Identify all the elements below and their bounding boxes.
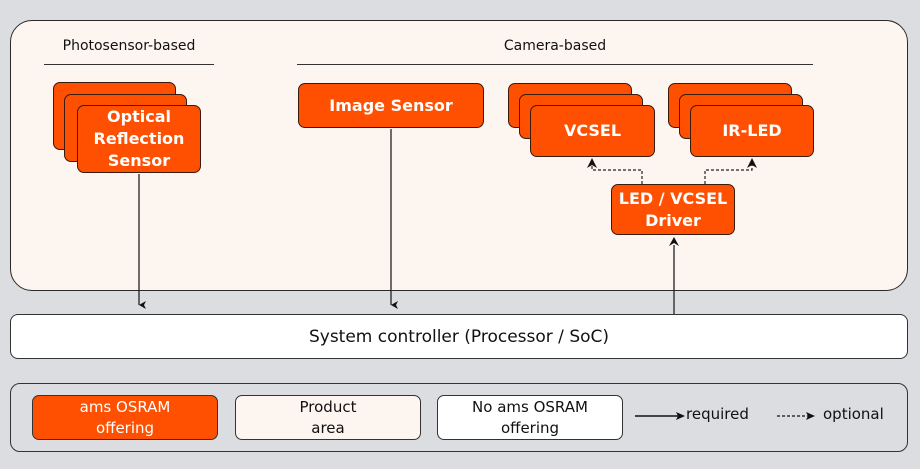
arrow-driver-to-vcsel [591,163,643,184]
label-line: Optical [107,107,171,126]
image-sensor-box[interactable]: Image Sensor [298,83,484,128]
group-title-camera: Camera-based [503,38,607,54]
label-line: Driver [645,210,701,230]
arrowhead-vcsel [587,158,597,168]
led-vcsel-driver-box[interactable]: LED / VCSEL Driver [611,184,735,235]
vcsel-box[interactable]: VCSEL [530,105,655,157]
legend-text: No ams OSRAM [472,397,588,416]
system-controller-box[interactable]: System controller (Processor / SoC) [10,314,908,359]
system-controller-label: System controller (Processor / SoC) [308,326,610,347]
legend-optional-arrowhead [806,412,815,420]
legend-required-label: required [686,405,749,423]
legend-text: Product [299,397,357,416]
group-title-photosensor: Photosensor-based [62,38,196,54]
label-line: LED / VCSEL [618,188,728,208]
arrowhead-driver [669,237,679,246]
label-line: Reflection [93,129,185,148]
arrow-driver-to-irled [704,163,753,184]
legend-text: offering [95,418,155,437]
legend-text: ams OSRAM [79,397,171,416]
group-divider-photosensor [44,64,214,65]
legend-required-arrowhead [676,412,685,420]
optical-reflection-sensor-box[interactable]: Optical Reflection Sensor [77,105,201,173]
label-line: Sensor [107,151,171,170]
legend-no-offering: No ams OSRAM offering [437,395,623,440]
legend-ams-offering: ams OSRAM offering [32,395,218,440]
arrowhead-irled [747,158,757,168]
legend-product-area: Product area [235,395,421,440]
group-divider-camera [297,64,813,65]
ir-led-box[interactable]: IR-LED [690,105,814,157]
legend-text: area [311,418,345,437]
legend-optional-label: optional [823,405,884,423]
legend-text: offering [500,418,560,437]
